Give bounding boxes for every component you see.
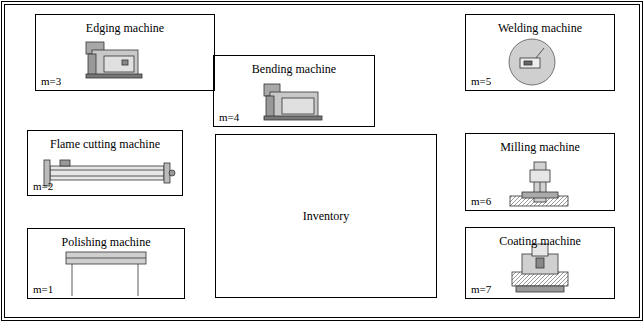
machine-box: Polishing machine m=1 <box>27 228 185 299</box>
machine-name: Flame cutting machine <box>28 137 182 152</box>
machine-index: m=6 <box>471 195 491 207</box>
machine-box: Bending machine m=4 <box>213 55 375 127</box>
machine-index: m=3 <box>41 75 61 87</box>
machine-index: m=5 <box>471 75 491 87</box>
machine-name: Coating machine <box>466 234 614 249</box>
machine-name: Milling machine <box>466 140 614 155</box>
machine-name: Polishing machine <box>28 235 184 250</box>
machine-name: Edging machine <box>36 21 214 36</box>
machine-box: Edging machine m=3 <box>35 14 215 91</box>
machine-index: m=2 <box>33 180 53 192</box>
machine-box: Coating machine m=7 <box>465 227 615 299</box>
machine-index: m=4 <box>219 111 239 123</box>
machine-name: Bending machine <box>214 62 374 77</box>
machine-name: Inventory <box>216 209 436 224</box>
machine-box: Welding machine m=5 <box>465 14 615 91</box>
machine-index: m=7 <box>471 283 491 295</box>
machine-box: Flame cutting machine m=2 <box>27 130 183 196</box>
machine-box: Inventory <box>215 134 437 298</box>
machine-index: m=1 <box>33 283 53 295</box>
machine-name: Welding machine <box>466 21 614 36</box>
machine-box: Milling machine m=6 <box>465 133 615 211</box>
